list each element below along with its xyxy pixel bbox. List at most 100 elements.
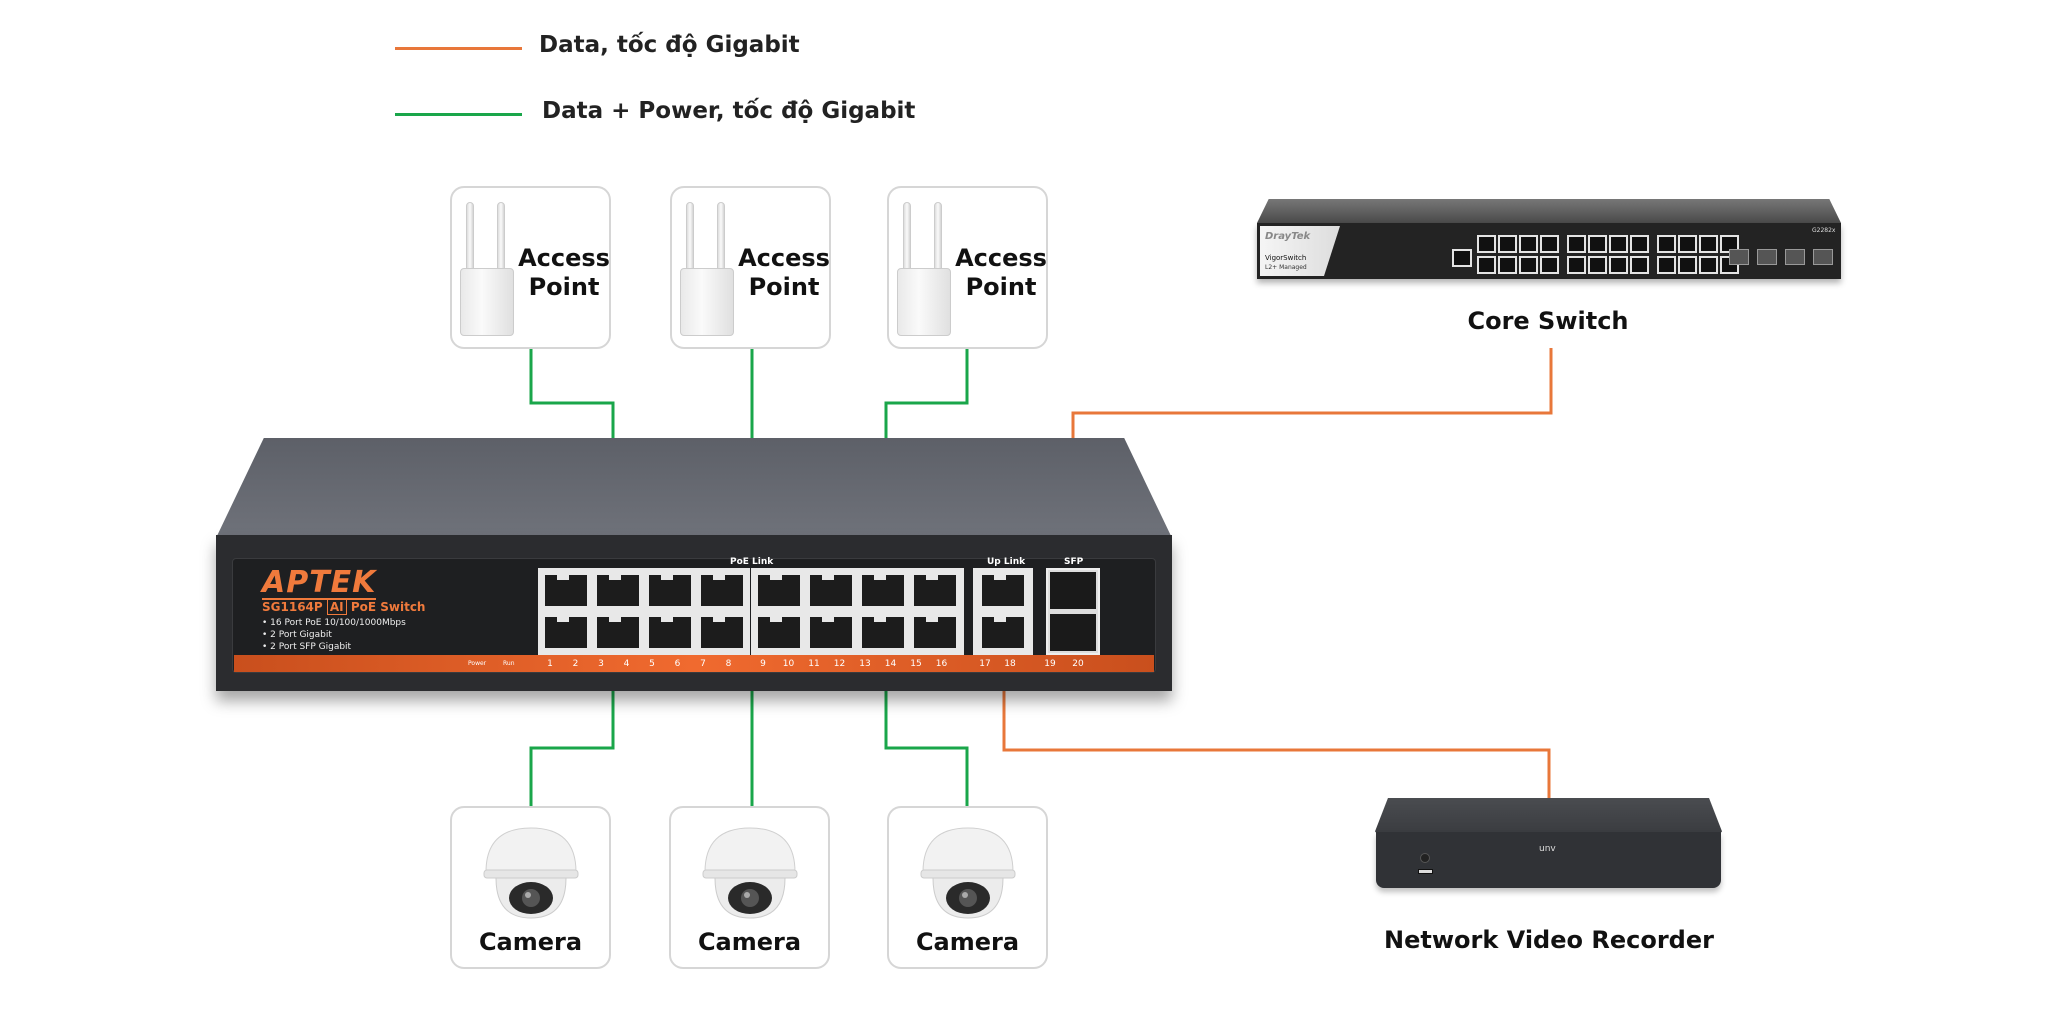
core-ethernet-port [1609, 256, 1628, 274]
port-number: 9 [760, 659, 766, 669]
data-link-core-switch [1071, 348, 1553, 440]
port-number: 10 [782, 659, 795, 669]
core-ethernet-port [1678, 235, 1697, 253]
label-line: Access [738, 244, 830, 272]
poe-ethernet-port [594, 614, 642, 651]
core-ethernet-port [1699, 256, 1718, 274]
port-number: 14 [884, 659, 897, 669]
poe-ethernet-port [859, 614, 907, 651]
port-number: 20 [1072, 659, 1084, 669]
poe-ethernet-port [698, 572, 746, 609]
port-number: 5 [649, 659, 655, 669]
label-line: Point [965, 273, 1037, 301]
port-number: 19 [1044, 659, 1056, 669]
legend-poe-label: Data + Power, tốc độ Gigabit [542, 98, 916, 124]
core-ethernet-port [1588, 235, 1607, 253]
switch-orange-strip [234, 655, 1154, 672]
poe-link-label: PoE Link [730, 557, 774, 567]
core-ethernet-port [1477, 235, 1496, 253]
uplink-ethernet-port [979, 572, 1027, 609]
camera-card: Camera [669, 806, 830, 969]
core-ethernet-port [1630, 256, 1649, 274]
port-number: 18 [1004, 659, 1016, 669]
label-line: Access [955, 244, 1047, 272]
core-ethernet-port [1567, 256, 1586, 274]
draytek-logo: DrayTek [1265, 231, 1311, 242]
poe-ethernet-port [807, 572, 855, 609]
switch-type: PoE Switch [350, 600, 426, 614]
access-point-icon [897, 268, 951, 336]
poe-ethernet-port [646, 614, 694, 651]
port-number: 6 [674, 659, 681, 669]
poe-ethernet-port [542, 572, 590, 609]
core-ethernet-port [1588, 256, 1607, 274]
switch-model: SG1164P [262, 600, 323, 614]
core-ethernet-port [1699, 235, 1718, 253]
core-ethernet-port [1657, 235, 1676, 253]
aptek-logo: APTEK [262, 565, 377, 600]
core-switch-top [1257, 199, 1841, 223]
nvr-top [1374, 798, 1723, 834]
core-switch-sub: L2+ Managed [1265, 264, 1307, 271]
sfp-port [1050, 614, 1096, 651]
power-button-icon [1420, 853, 1430, 863]
label-line: Point [528, 273, 600, 301]
core-ethernet-port [1519, 256, 1538, 274]
data-link-nvr [1002, 691, 1551, 800]
dome-camera-icon [917, 824, 1019, 924]
core-switch-model-code: G2282x [1812, 227, 1836, 234]
poe-ethernet-port [911, 572, 959, 609]
port-number: 11 [808, 659, 820, 669]
camera-label: Camera [478, 928, 583, 956]
port-number: 8 [725, 659, 732, 669]
port-number: 2 [572, 659, 579, 669]
antenna-icon [934, 202, 942, 272]
legend-data-label: Data, tốc độ Gigabit [539, 32, 800, 58]
dome-camera-icon [480, 824, 582, 924]
port-number: 1 [547, 659, 553, 669]
sfp-label: SFP [1064, 557, 1084, 567]
core-sfp-port [1813, 249, 1833, 265]
switch-top-cover [216, 438, 1172, 538]
poe-ethernet-port [594, 572, 642, 609]
port-number: 13 [859, 659, 871, 669]
core-switch-device: DrayTek VigorSwitch L2+ Managed G2282x [1257, 199, 1841, 283]
poe-ethernet-port [542, 614, 590, 651]
switch-features: • 16 Port PoE 10/100/1000Mbps • 2 Port G… [262, 617, 406, 653]
dome-camera-icon [699, 824, 801, 924]
run-led-label: Run [503, 660, 515, 667]
camera-label: Camera [915, 928, 1020, 956]
poe-ethernet-port [807, 614, 855, 651]
core-ethernet-port [1540, 235, 1559, 253]
port-number: 16 [935, 659, 948, 669]
uplink-ethernet-port [979, 614, 1027, 651]
poe-link-camera-1 [529, 691, 615, 806]
core-ethernet-port [1630, 235, 1649, 253]
core-ethernet-port [1609, 235, 1628, 253]
port-number: 15 [910, 659, 922, 669]
access-point-icon [680, 268, 734, 336]
poe-link-camera-3 [884, 691, 969, 806]
power-led-label: Power [468, 660, 487, 667]
core-switch-label: Core Switch [1467, 307, 1629, 335]
poe-ethernet-port [755, 572, 803, 609]
core-ethernet-port [1498, 235, 1517, 253]
access-point-icon [460, 268, 514, 336]
poe-link-ap-3 [884, 349, 969, 440]
unv-logo: unv [1539, 844, 1556, 854]
core-ethernet-port [1678, 256, 1697, 274]
core-sfp-port [1757, 249, 1777, 265]
core-ethernet-port [1540, 256, 1559, 274]
port-number: 3 [598, 659, 604, 669]
poe-link-ap-1 [529, 349, 615, 440]
core-switch-badge [1260, 226, 1340, 276]
console-port [1452, 249, 1472, 267]
feature-item: • 16 Port PoE 10/100/1000Mbps [262, 618, 406, 628]
core-ethernet-port [1498, 256, 1517, 274]
